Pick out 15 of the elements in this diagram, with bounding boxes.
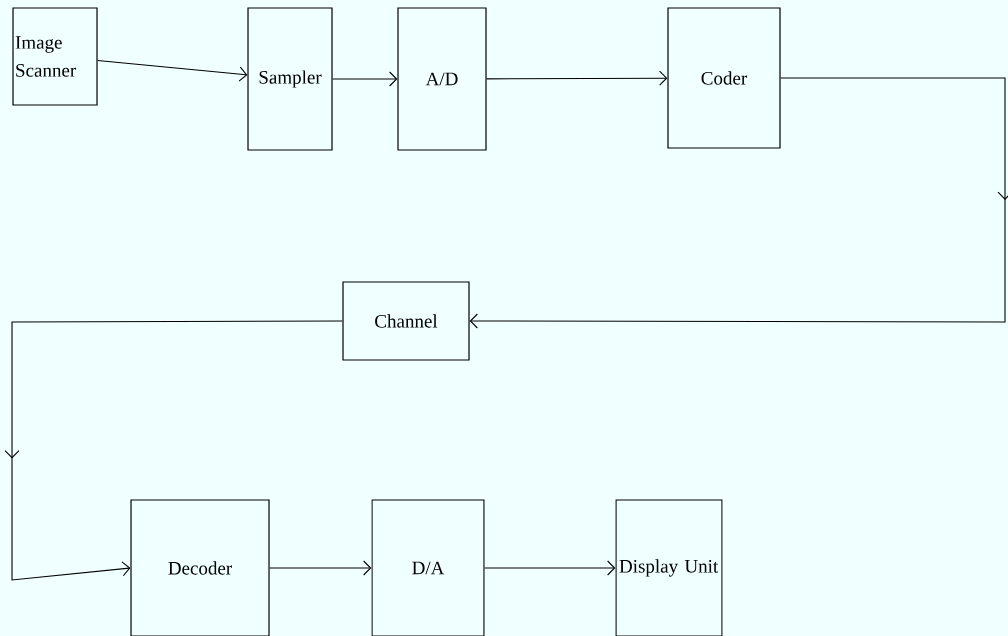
arrow (486, 70, 668, 86)
process-box: Sampler (247, 7, 333, 151)
arrow (332, 71, 398, 87)
arrow (269, 560, 372, 576)
process-box: Coder (667, 7, 781, 149)
arrow (4, 320, 343, 581)
process-box: D/A (371, 499, 485, 636)
process-box: Channel (342, 281, 470, 361)
process-box: Image Scanner (12, 7, 98, 106)
arrow (97, 60, 248, 82)
arrow (484, 560, 616, 576)
process-box: A/D (397, 7, 487, 151)
process-box: Decoder (130, 499, 270, 636)
arrow (469, 77, 1008, 329)
process-box: Display Unit (615, 499, 723, 636)
